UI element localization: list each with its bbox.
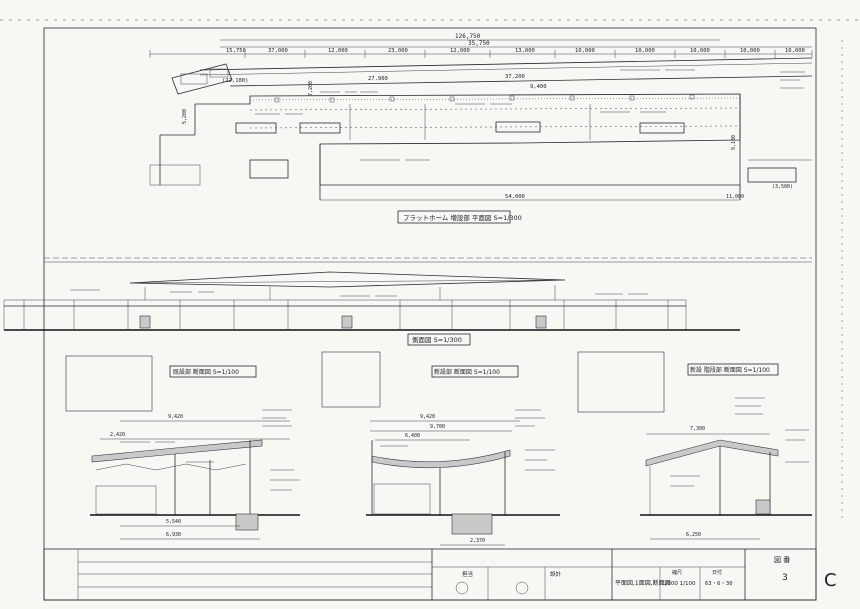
edge-mark: C [824,570,837,591]
title-col-b: 設計 [550,570,562,578]
seal-stamp-1 [455,581,469,595]
s1-dim-top: 9,420 [168,414,183,420]
dim-seg-2: 12,000 [328,48,348,54]
s3-dim-b: 6,250 [686,532,701,538]
dim-seg-8: 10,000 [690,48,710,54]
dim-22100: (22,100) [222,78,249,84]
canopy-roof [129,271,566,288]
s2-dim-top: 9,420 [420,414,435,420]
title-col-a: 担当 [462,570,473,578]
top-dimensions: 126,750 35,750 15,750 37,000 12,000 23,0… [149,33,813,58]
top-segment-ticks [149,50,813,58]
dim-seg-5: 13,000 [515,48,535,54]
sheet-label: 図 番 [774,556,790,564]
dim-total-b: 35,750 [468,40,490,47]
platform-outline [195,93,741,186]
sheet-number: 3 [782,573,788,583]
caption-section-1: 既設部 断面図 S=1/100 [173,368,239,376]
dim-seg-10: 10,000 [785,48,805,54]
caption-side-elevation: 側面図 S=1/300 [412,336,462,344]
scale-value: 1/300 1/100 [662,581,696,587]
date-label: 日付 [712,569,722,576]
section-1: 既設部 断面図 S=1/100 9,420 2,420 5,540 6,930 [90,365,300,540]
dim-seg-0: 15,750 [226,48,246,54]
s2-dim-c: 6,400 [405,433,420,439]
dim-total-a: 126,750 [455,33,481,40]
dim-seg-6: 10,000 [575,48,595,54]
section-2: 新設部 断面図 S=1/100 9,420 9,700 6,400 2,370 [366,365,560,546]
dim-seg-4: 12,000 [450,48,470,54]
existing-building-plan [171,63,233,95]
plan-annotations [255,69,805,161]
caption-section-2: 新設部 断面図 S=1/100 [434,368,500,376]
dim-seg-3: 23,000 [388,48,408,54]
drawing-title: 平面図,1面図,断面図 [615,579,671,587]
s3-dim-top: 7,300 [690,426,705,432]
dim-37200: 37,200 [505,74,525,80]
dim-7200: 7,200 [308,81,314,96]
s1-dim-c: 5,540 [166,519,181,525]
dim-seg-1: 37,000 [268,48,288,54]
dim-9400: 9,400 [530,84,547,90]
dim-9100: 9,100 [731,135,737,150]
scale-label: 縮尺 [672,569,682,576]
dim-seg-7: 10,000 [635,48,655,54]
dim-27900: 27,900 [368,76,388,82]
caption-plan: プラットホーム 増設部 平面図 S=1/300 [403,213,522,222]
s2-dim-d: 2,370 [470,538,485,544]
side-elevation [3,257,812,331]
title-block: 担当 設計 平面図,1面図,断面図 縮尺 1/300 1/100 日付 63・6… [43,548,837,601]
dim-5200: 5,200 [182,109,188,124]
platform-plan: 54,000 27,900 37,200 9,400 (22,100) 5,20… [149,57,813,201]
s2-dim-b: 9,700 [430,424,445,430]
s1-dim-d: 6,930 [166,532,181,538]
dim-11000: 11,000 [726,194,744,200]
dim-seg-9: 10,000 [740,48,760,54]
dim-54000: 54,000 [505,194,525,200]
date-value: 63・6・30 [705,581,733,587]
dim-3500: (3,500) [772,184,793,190]
caption-section-3: 新設 階段部 断面図 S=1/100 [690,366,770,374]
s1-dim-b: 2,420 [110,432,125,438]
seal-stamp-2 [515,581,529,595]
section-3: 新設 階段部 断面図 S=1/100 7,300 6,250 [640,363,812,540]
